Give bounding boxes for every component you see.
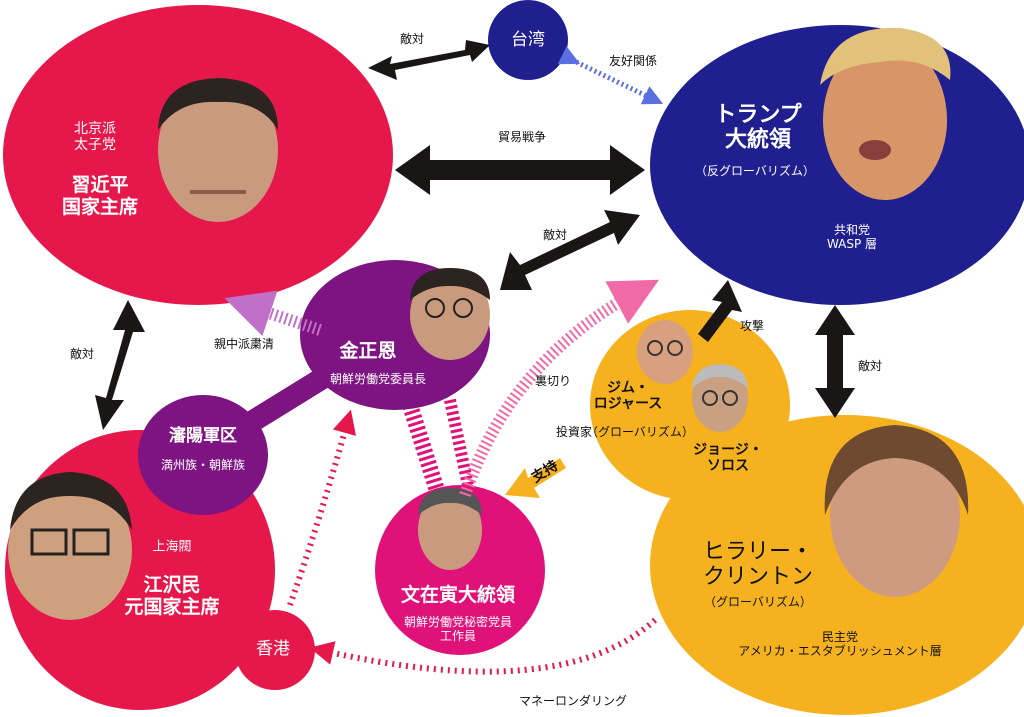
purge-label: 親中派粛清 bbox=[213, 337, 275, 352]
moon-face-icon bbox=[418, 488, 482, 570]
money-laundering-label: マネーロンダリング bbox=[518, 694, 628, 709]
shenyang-ethnic-label: 満州族・朝鮮族 bbox=[160, 458, 246, 473]
hillary-party-label: 民主党アメリカ・エスタブリッシュメント層 bbox=[738, 630, 942, 658]
investor-role-label: 投資家 bbox=[555, 425, 593, 440]
soros-name-label: ジョージ・ソロス bbox=[693, 441, 763, 474]
hillary-ideology-label: （グローバリズム） bbox=[704, 595, 812, 610]
hillary-name-label: ヒラリー・クリントン bbox=[702, 539, 814, 590]
arrow-trade-war bbox=[395, 145, 645, 195]
betrayal-label: 裏切り bbox=[534, 374, 572, 389]
moon-name-label: 文在寅大統領 bbox=[400, 584, 516, 607]
rogers-name-label: ジム・ロジャース bbox=[593, 379, 663, 412]
xi-jiang-relation-label: 敵対 bbox=[69, 347, 95, 362]
jiang-faction-label: 上海閥 bbox=[152, 539, 192, 555]
shenyang-circle bbox=[138, 395, 268, 515]
hillary-face-icon bbox=[824, 425, 969, 597]
arrow-attack bbox=[698, 280, 742, 342]
trump-ideology-label: （反グローバリズム） bbox=[695, 164, 815, 179]
moon-title-label: 朝鮮労働党秘密党員工作員 bbox=[403, 615, 513, 643]
taiwan-label: 台湾 bbox=[511, 30, 545, 51]
arrow-taiwan-trump bbox=[557, 46, 664, 105]
jiang-name-label: 江沢民元国家主席 bbox=[124, 574, 220, 618]
hongkong-circle bbox=[235, 610, 315, 690]
kim-face-icon bbox=[410, 268, 490, 360]
taiwan-trump-relation-label: 友好関係 bbox=[608, 54, 658, 69]
connector-kim-moon-left bbox=[402, 402, 448, 503]
arrow-trump-hillary bbox=[815, 305, 855, 418]
attack-label: 攻撃 bbox=[739, 319, 765, 334]
arrow-purge bbox=[224, 290, 322, 337]
xi-face-icon bbox=[158, 78, 278, 222]
trade-war-label: 貿易戦争 bbox=[497, 130, 547, 145]
arrow-hongkong-kim bbox=[287, 409, 356, 606]
xi-name-label: 習近平国家主席 bbox=[61, 174, 139, 218]
trump-name-label: トランプ大統領 bbox=[714, 102, 802, 153]
trump-hillary-relation-label: 敵対 bbox=[857, 359, 883, 374]
kim-name-label: 金正恩 bbox=[339, 340, 397, 363]
arrow-xi-jiang bbox=[95, 300, 145, 430]
jiang-face-icon bbox=[8, 472, 132, 620]
kim-title-label: 朝鮮労働党委員長 bbox=[329, 372, 427, 387]
xi-taiwan-relation-label: 敵対 bbox=[399, 32, 425, 47]
connector-kim-moon-right bbox=[444, 398, 476, 497]
arrow-xi-taiwan bbox=[368, 40, 490, 80]
arrow-kim-trump bbox=[500, 210, 640, 290]
moon-circle bbox=[375, 485, 545, 655]
hongkong-label: 香港 bbox=[256, 639, 290, 660]
taiwan-circle bbox=[488, 0, 568, 80]
investor-ideology-label: （グローバリズム） bbox=[586, 425, 694, 440]
soros-face-icon bbox=[692, 364, 748, 432]
xi-faction-label: 北京派太子党 bbox=[74, 120, 116, 153]
trump-face-icon bbox=[820, 27, 951, 200]
arrow-support bbox=[505, 458, 566, 498]
kim-trump-relation-label: 敵対 bbox=[542, 228, 568, 243]
arrow-betrayal bbox=[459, 279, 660, 497]
rogers-face-icon bbox=[637, 320, 693, 384]
shenyang-name-label: 瀋陽軍区 bbox=[169, 426, 237, 447]
